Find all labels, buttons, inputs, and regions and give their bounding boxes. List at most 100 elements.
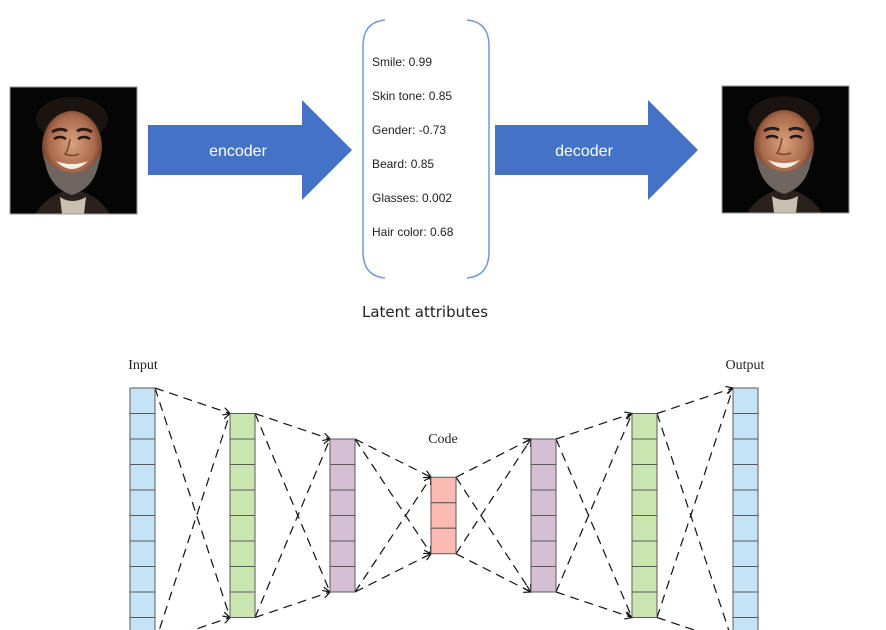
layer-cell (530, 540, 557, 567)
layer-cell (229, 489, 256, 516)
connection-cross-down (154, 387, 230, 618)
connection-top (154, 387, 230, 414)
layer-cell (129, 540, 156, 567)
connection-bottom (656, 616, 697, 630)
layer-cell (732, 591, 759, 618)
layer-cell (631, 591, 658, 618)
connection-cross-down (555, 438, 632, 618)
layer-cell (129, 438, 156, 465)
connection-top (455, 439, 531, 478)
layer-cell (631, 464, 658, 491)
layer-cell (229, 438, 256, 465)
connection-top (354, 438, 431, 477)
right-bracket (466, 19, 490, 279)
connection-bottom (254, 592, 330, 619)
layer-cell (329, 566, 356, 593)
attribute-glasses: Glasses: 0.002 (372, 191, 452, 205)
connection-top (254, 412, 330, 440)
layer-encoder-hidden-2 (329, 438, 356, 593)
layer-cell (129, 591, 156, 618)
layer-cell (229, 464, 256, 491)
layer-cell (732, 387, 759, 414)
layer-cell (129, 413, 156, 440)
layer-cell (732, 540, 759, 567)
left-bracket (362, 19, 386, 279)
layer-cell (129, 566, 156, 593)
layer-cell (129, 387, 156, 414)
connection-top (555, 414, 632, 440)
decoder-arrow: decoder (495, 100, 698, 200)
layer-cell (129, 489, 156, 516)
layer-cell (732, 617, 759, 630)
encoder-arrow: encoder (148, 100, 352, 200)
output-label: Output (726, 358, 765, 373)
connection-bottom (455, 553, 531, 592)
layer-cell (229, 591, 256, 618)
layer-cell (229, 413, 256, 440)
attribute-skin-tone: Skin tone: 0.85 (372, 89, 452, 103)
layer-cell (129, 464, 156, 491)
layer-cell (530, 566, 557, 593)
connection-cross-up (555, 414, 632, 593)
layer-connections (154, 387, 733, 630)
layer-cell (329, 438, 356, 465)
layer-cell (732, 464, 759, 491)
layer-cell (732, 515, 759, 542)
input-label: Input (128, 358, 158, 373)
code-label: Code (428, 432, 458, 447)
connection-cross-down (455, 476, 531, 592)
layer-encoder-hidden-1 (229, 413, 256, 618)
connection-cross-up (158, 414, 230, 630)
output-photo (720, 84, 851, 215)
connection-cross-up (254, 439, 330, 618)
connection-cross-down (354, 438, 431, 554)
layer-cell (229, 540, 256, 567)
layer-input (129, 387, 156, 630)
decoder-arrow-shape (495, 100, 698, 200)
layer-cell (732, 438, 759, 465)
layer-cell (732, 489, 759, 516)
attribute-gender: Gender: -0.73 (372, 123, 446, 137)
layer-output (732, 387, 759, 630)
connection-cross-down (254, 413, 330, 593)
layer-cell (631, 566, 658, 593)
network-layers (129, 387, 759, 630)
layer-cell (631, 438, 658, 465)
connection-cross-down (656, 413, 730, 630)
connection-cross-up (656, 388, 733, 618)
connection-top (656, 388, 733, 415)
layer-cell (229, 515, 256, 542)
connection-bottom (191, 618, 230, 630)
encoder-arrow-shape (148, 100, 352, 200)
layer-cell (329, 515, 356, 542)
layer-cell (430, 476, 457, 504)
layer-cell (732, 413, 759, 440)
layer-cell (530, 438, 557, 465)
layer-cell (430, 527, 457, 555)
layer-decoder-hidden-2 (631, 413, 658, 618)
layer-cell (631, 515, 658, 542)
layer-code (430, 476, 457, 555)
layer-cell (329, 540, 356, 567)
decoder-label: decoder (555, 143, 613, 160)
input-photo (8, 85, 139, 216)
layer-cell (530, 464, 557, 491)
layer-decoder-hidden-1 (530, 438, 557, 593)
connection-cross-up (455, 439, 531, 555)
layer-cell (631, 413, 658, 440)
layer-cell (129, 617, 156, 630)
connection-cross-up (354, 477, 431, 593)
attribute-smile: Smile: 0.99 (372, 55, 432, 69)
layer-cell (530, 515, 557, 542)
latent-attributes-box: Smile: 0.99 Skin tone: 0.85 Gender: -0.7… (362, 19, 490, 279)
layer-cell (329, 464, 356, 491)
layer-cell (631, 489, 658, 516)
layer-cell (430, 502, 457, 529)
layer-cell (530, 489, 557, 516)
encoder-label: encoder (209, 143, 267, 160)
attribute-hair-color: Hair color: 0.68 (372, 225, 454, 239)
layer-cell (732, 566, 759, 593)
connection-bottom (354, 554, 431, 593)
layer-cell (229, 566, 256, 593)
layer-cell (631, 540, 658, 567)
